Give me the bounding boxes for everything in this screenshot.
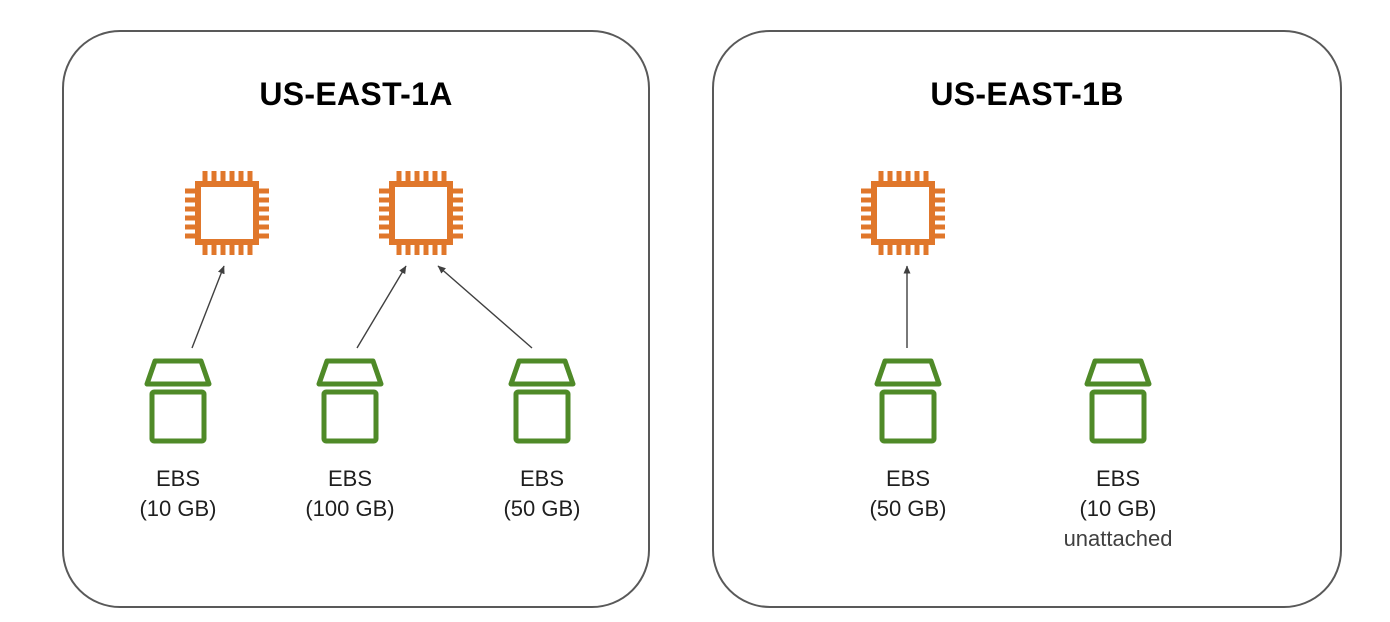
- ebs-volume-label: EBS (10 GB) unattached: [1028, 464, 1208, 554]
- ebs-label-size: (10 GB): [1079, 496, 1157, 521]
- ec2-chip-icon: [858, 168, 948, 263]
- zone-title: US-EAST-1B: [930, 76, 1124, 112]
- ebs-volume-label: EBS (50 GB): [818, 464, 998, 524]
- ebs-volume-icon: [502, 350, 582, 451]
- ebs-volume-icon: [1078, 350, 1158, 451]
- ec2-chip-icon: [182, 168, 272, 263]
- availability-zone-us-east-1b: US-EAST-1B: [712, 30, 1342, 608]
- ebs-label-name: EBS: [155, 466, 201, 491]
- ebs-label-name: EBS: [885, 466, 931, 491]
- ebs-volume-icon: [310, 350, 390, 451]
- ebs-volume-label: EBS (50 GB): [452, 464, 632, 524]
- ebs-volume-label: EBS (10 GB): [88, 464, 268, 524]
- ebs-label-size: (50 GB): [869, 496, 947, 521]
- ebs-label-name: EBS: [519, 466, 565, 491]
- ebs-label-name: EBS: [1095, 466, 1141, 491]
- ebs-volume-icon: [138, 350, 218, 451]
- ec2-chip-icon: [376, 168, 466, 263]
- zone-title: US-EAST-1A: [259, 76, 453, 112]
- ebs-volume-icon: [868, 350, 948, 451]
- ebs-label-status: unattached: [1063, 526, 1173, 551]
- ebs-label-name: EBS: [327, 466, 373, 491]
- ebs-label-size: (100 GB): [305, 496, 395, 521]
- ebs-label-size: (50 GB): [503, 496, 581, 521]
- ebs-label-size: (10 GB): [139, 496, 217, 521]
- ebs-volume-label: EBS (100 GB): [260, 464, 440, 524]
- availability-zone-us-east-1a: US-EAST-1A: [62, 30, 650, 608]
